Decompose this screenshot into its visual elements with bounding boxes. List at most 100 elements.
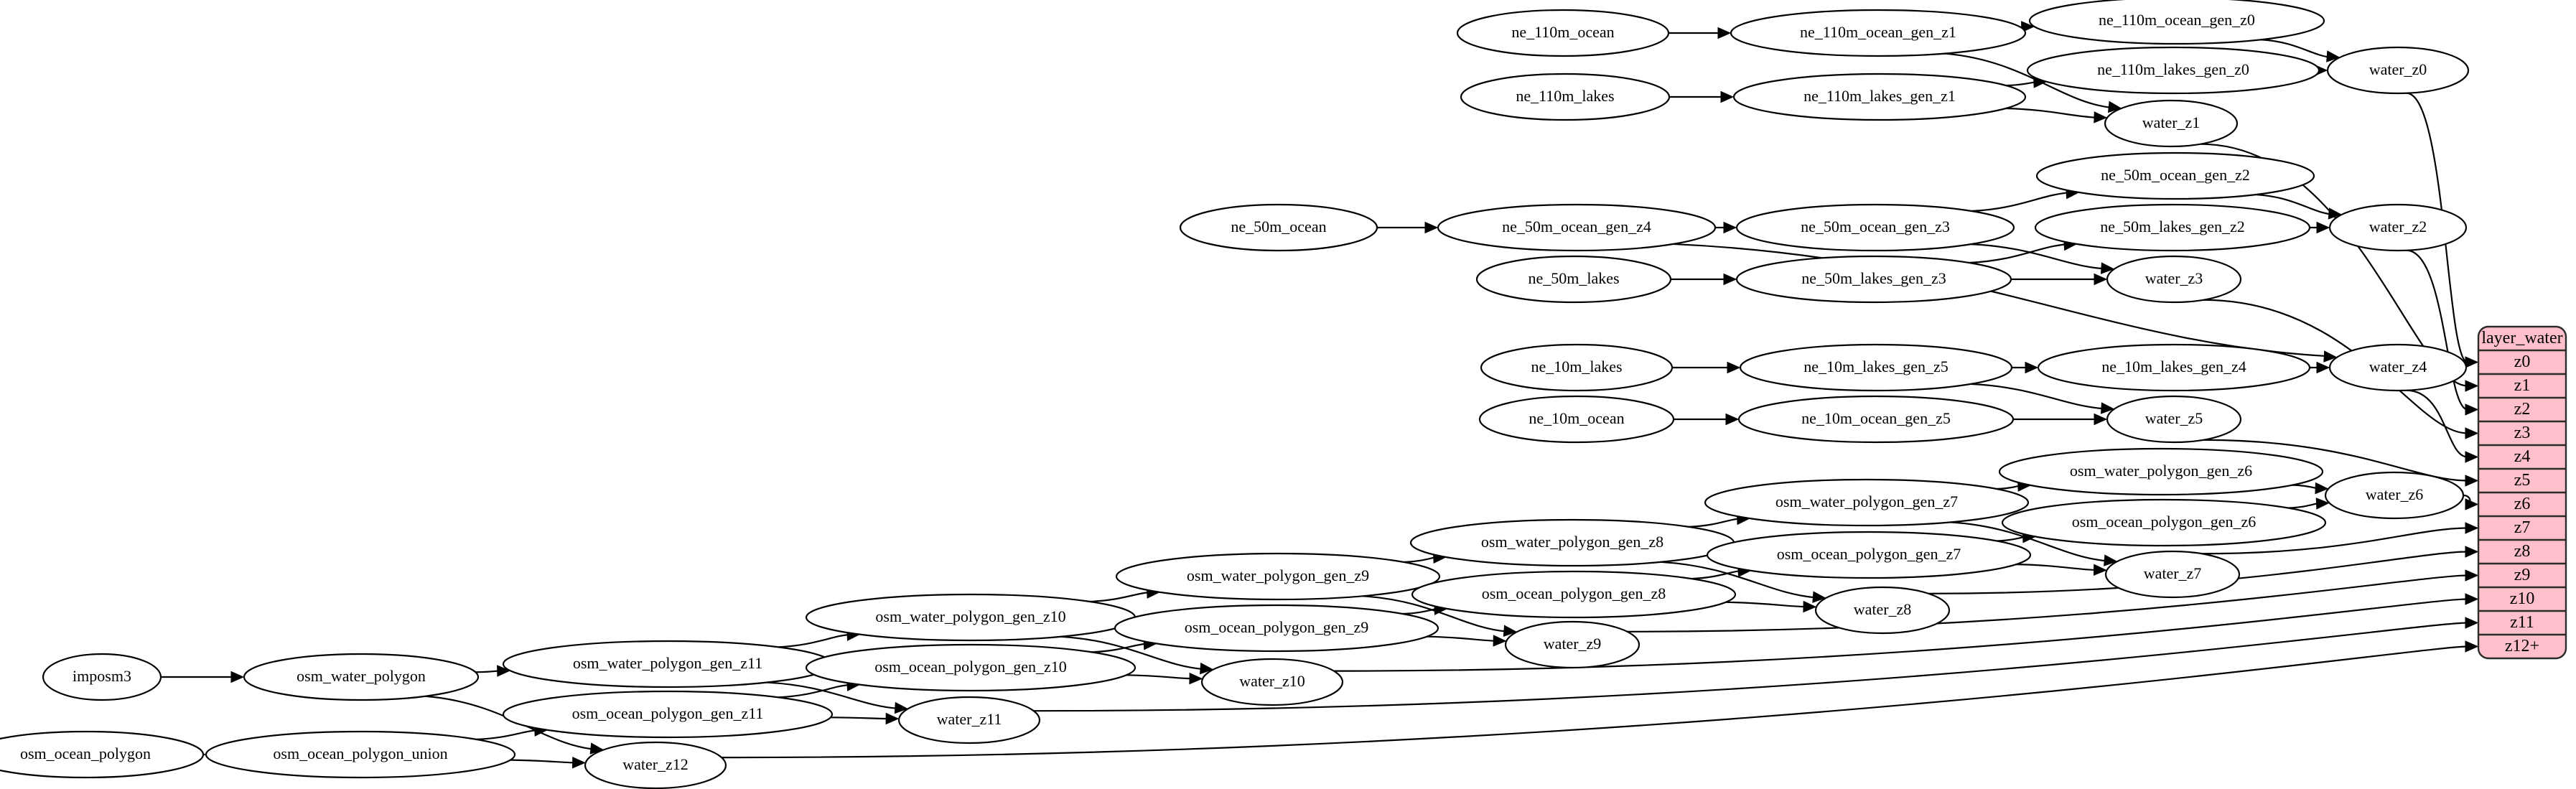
- node-shape[interactable]: [1179, 203, 1378, 252]
- node-water_z0[interactable]: water_z0: [2326, 46, 2470, 95]
- node-osm_water_polygon_gen_z7[interactable]: osm_water_polygon_gen_z7: [1704, 478, 2030, 527]
- node-ne_10m_lakes[interactable]: ne_10m_lakes: [1480, 343, 1674, 392]
- node-ne_50m_ocean_gen_z2[interactable]: ne_50m_ocean_gen_z2: [2035, 151, 2315, 200]
- node-ne_50m_ocean_gen_z3[interactable]: ne_50m_ocean_gen_z3: [1735, 203, 2015, 252]
- node-shape[interactable]: [1114, 604, 1439, 653]
- node-shape[interactable]: [1814, 586, 1951, 635]
- record-row-z6[interactable]: z6: [2514, 495, 2531, 513]
- node-water_z4[interactable]: water_z4: [2328, 343, 2468, 392]
- node-imposm3[interactable]: imposm3: [42, 653, 162, 701]
- node-shape[interactable]: [0, 730, 205, 779]
- record-row-z0[interactable]: z0: [2514, 353, 2531, 371]
- record-row-z3[interactable]: z3: [2514, 424, 2531, 442]
- node-shape[interactable]: [1739, 343, 2013, 392]
- node-osm_ocean_polygon_gen_z7[interactable]: osm_ocean_polygon_gen_z7: [1706, 531, 2032, 579]
- node-water_z1[interactable]: water_z1: [2104, 99, 2239, 148]
- node-shape[interactable]: [502, 690, 834, 739]
- node-shape[interactable]: [897, 696, 1041, 744]
- record-row-z9[interactable]: z9: [2514, 566, 2531, 584]
- node-shape[interactable]: [2026, 46, 2320, 95]
- node-shape[interactable]: [1735, 255, 2012, 304]
- node-shape[interactable]: [1200, 658, 1344, 706]
- node-shape[interactable]: [584, 741, 727, 789]
- record-row-z7[interactable]: z7: [2514, 518, 2531, 537]
- node-shape[interactable]: [2034, 203, 2311, 252]
- node-ne_110m_lakes_gen_z1[interactable]: ne_110m_lakes_gen_z1: [1732, 73, 2027, 121]
- node-osm_ocean_polygon_gen_z6[interactable]: osm_ocean_polygon_gen_z6: [2001, 498, 2327, 547]
- node-shape[interactable]: [1437, 203, 1717, 252]
- node-shape[interactable]: [1737, 395, 2015, 444]
- node-shape[interactable]: [1730, 9, 2027, 57]
- node-shape[interactable]: [805, 643, 1137, 692]
- node-ne_110m_lakes_gen_z0[interactable]: ne_110m_lakes_gen_z0: [2026, 46, 2320, 95]
- node-osm_water_polygon_gen_z9[interactable]: osm_water_polygon_gen_z9: [1115, 552, 1441, 601]
- node-osm_water_polygon_gen_z11[interactable]: osm_water_polygon_gen_z11: [502, 640, 834, 688]
- node-shape[interactable]: [1706, 531, 2032, 579]
- record-row-z4[interactable]: z4: [2514, 447, 2531, 466]
- node-ne_110m_ocean_gen_z0[interactable]: ne_110m_ocean_gen_z0: [2028, 0, 2325, 45]
- record-row-z2[interactable]: z2: [2514, 400, 2531, 419]
- node-ne_50m_lakes_gen_z3[interactable]: ne_50m_lakes_gen_z3: [1735, 255, 2012, 304]
- node-shape[interactable]: [1475, 255, 1672, 304]
- node-shape[interactable]: [1704, 478, 2030, 527]
- node-shape[interactable]: [2324, 471, 2465, 520]
- node-ne_50m_lakes_gen_z2[interactable]: ne_50m_lakes_gen_z2: [2034, 203, 2311, 252]
- record-row-z5[interactable]: z5: [2514, 471, 2531, 490]
- node-shape[interactable]: [2001, 498, 2327, 547]
- node-osm_water_polygon[interactable]: osm_water_polygon: [243, 653, 480, 701]
- node-ne_10m_lakes_gen_z4[interactable]: ne_10m_lakes_gen_z4: [2037, 343, 2311, 392]
- record-row-z12+[interactable]: z12+: [2505, 637, 2539, 655]
- node-water_z9[interactable]: water_z9: [1504, 620, 1641, 669]
- node-osm_water_polygon_gen_z10[interactable]: osm_water_polygon_gen_z10: [805, 593, 1137, 642]
- node-shape[interactable]: [1478, 395, 1675, 444]
- node-shape[interactable]: [1735, 203, 2015, 252]
- node-shape[interactable]: [2037, 343, 2311, 392]
- node-water_z2[interactable]: water_z2: [2328, 203, 2468, 252]
- node-water_z6[interactable]: water_z6: [2324, 471, 2465, 520]
- node-shape[interactable]: [1732, 73, 2027, 121]
- node-ne_50m_ocean[interactable]: ne_50m_ocean: [1179, 203, 1378, 252]
- node-shape[interactable]: [2106, 255, 2242, 304]
- node-shape[interactable]: [42, 653, 162, 701]
- node-shape[interactable]: [1456, 9, 1670, 57]
- node-osm_ocean_polygon_gen_z8[interactable]: osm_ocean_polygon_gen_z8: [1411, 570, 1737, 619]
- node-osm_water_polygon_gen_z8[interactable]: osm_water_polygon_gen_z8: [1409, 518, 1735, 567]
- node-shape[interactable]: [1460, 73, 1671, 121]
- node-shape[interactable]: [2104, 550, 2241, 599]
- node-osm_ocean_polygon_gen_z11[interactable]: osm_ocean_polygon_gen_z11: [502, 690, 834, 739]
- node-ne_110m_lakes[interactable]: ne_110m_lakes: [1460, 73, 1671, 121]
- node-ne_10m_ocean[interactable]: ne_10m_ocean: [1478, 395, 1675, 444]
- node-water_z10[interactable]: water_z10: [1200, 658, 1344, 706]
- node-water_z12[interactable]: water_z12: [584, 741, 727, 789]
- node-shape[interactable]: [2328, 203, 2468, 252]
- node-shape[interactable]: [1411, 570, 1737, 619]
- node-water_z7[interactable]: water_z7: [2104, 550, 2241, 599]
- node-water_z11[interactable]: water_z11: [897, 696, 1041, 744]
- node-water_z3[interactable]: water_z3: [2106, 255, 2242, 304]
- node-osm_water_polygon_gen_z6[interactable]: osm_water_polygon_gen_z6: [1998, 447, 2324, 496]
- node-shape[interactable]: [2104, 99, 2239, 148]
- node-osm_ocean_polygon_gen_z9[interactable]: osm_ocean_polygon_gen_z9: [1114, 604, 1439, 653]
- node-ne_10m_lakes_gen_z5[interactable]: ne_10m_lakes_gen_z5: [1739, 343, 2013, 392]
- node-osm_ocean_polygon[interactable]: osm_ocean_polygon: [0, 730, 205, 779]
- node-shape[interactable]: [2328, 343, 2468, 392]
- node-water_z5[interactable]: water_z5: [2106, 395, 2242, 444]
- node-ne_110m_ocean_gen_z1[interactable]: ne_110m_ocean_gen_z1: [1730, 9, 2027, 57]
- node-shape[interactable]: [1998, 447, 2324, 496]
- record-row-z1[interactable]: z1: [2514, 376, 2531, 395]
- node-shape[interactable]: [243, 653, 480, 701]
- node-ne_10m_ocean_gen_z5[interactable]: ne_10m_ocean_gen_z5: [1737, 395, 2015, 444]
- node-osm_ocean_polygon_gen_z10[interactable]: osm_ocean_polygon_gen_z10: [805, 643, 1137, 692]
- node-water_z8[interactable]: water_z8: [1814, 586, 1951, 635]
- node-ne_50m_ocean_gen_z4[interactable]: ne_50m_ocean_gen_z4: [1437, 203, 1717, 252]
- node-shape[interactable]: [2035, 151, 2315, 200]
- record-row-z8[interactable]: z8: [2514, 542, 2531, 561]
- node-osm_ocean_polygon_union[interactable]: osm_ocean_polygon_union: [205, 730, 516, 779]
- node-shape[interactable]: [1480, 343, 1674, 392]
- node-shape[interactable]: [1504, 620, 1641, 669]
- node-shape[interactable]: [205, 730, 516, 779]
- node-shape[interactable]: [2028, 0, 2325, 45]
- node-shape[interactable]: [1115, 552, 1441, 601]
- node-shape[interactable]: [2106, 395, 2242, 444]
- record-row-z10[interactable]: z10: [2510, 589, 2535, 608]
